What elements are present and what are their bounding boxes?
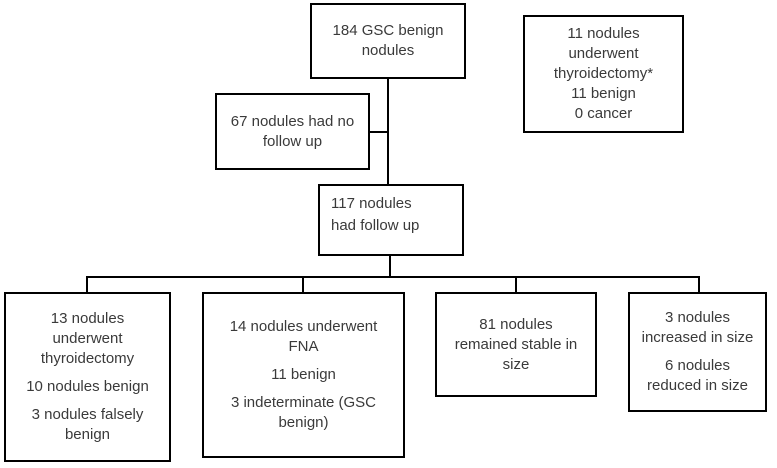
text-line: nodules [361,42,415,59]
text-line: 10 nodules benign [26,378,149,395]
text-line: 11 nodules [567,25,640,42]
text-line: size [502,355,530,373]
node-text: 184 GSC benign nodules [333,21,444,61]
text-line: 0 cancer [574,105,633,122]
node-text: 11 nodules underwent thyroidectomy* 11 b… [554,24,653,124]
connector-branch-bar [86,276,700,278]
text-line: thyroidectomy [40,350,135,367]
node-thyroidectomy-note: 11 nodules underwent thyroidectomy* 11 b… [523,15,684,133]
text-line: benign) [278,414,329,431]
text-line: 13 nodules [50,310,125,327]
connector-followup-stem [389,254,391,278]
node-paragraph: 13 nodules underwent thyroidectomy [41,309,134,369]
node-text: 117 nodules had follow up [331,193,419,237]
text-line: underwent [568,45,639,62]
connector-drop-stable [515,276,517,292]
text-line: 6 nodules [664,357,731,374]
text-line: 67 nodules had no [230,112,355,130]
text-line: benign [64,426,111,443]
node-fna-outcome: 14 nodules underwent FNA 11 benign 3 ind… [202,292,405,458]
node-paragraph: 3 indeterminate (GSC benign) [231,393,376,433]
text-line: increased in size [641,329,754,346]
node-size-change: 3 nodules increased in size 6 nodules re… [628,292,767,412]
text-line: 3 indeterminate (GSC [230,394,377,411]
text-line: 81 nodules [479,315,553,333]
text-line: 11 benign [571,85,636,102]
node-total-nodules: 184 GSC benign nodules [310,3,466,79]
node-follow-up: 117 nodules had follow up [318,184,464,256]
text-line: underwent [52,330,123,347]
text-line: 117 nodules [331,195,412,212]
text-line: 3 nodules [664,309,731,326]
node-no-follow-up: 67 nodules had no follow up [215,93,370,170]
node-paragraph: 10 nodules benign [26,377,149,397]
node-paragraph: 3 nodules increased in size [642,308,754,348]
connector-drop-thyroidectomy [86,276,88,292]
node-text: 81 nodules remained stable in size [455,315,578,375]
text-line: thyroidectomy* [553,65,654,82]
text-line: follow up [262,132,323,150]
node-paragraph: 14 nodules underwent FNA [230,317,378,357]
text-line: FNA [288,338,319,355]
connector-no-followup-branch [370,131,389,133]
text-line: 3 nodules falsely [31,406,144,423]
text-line: had follow up [331,217,420,234]
text-line: remained stable in [454,335,578,353]
text-line: 184 GSC benign [332,22,444,39]
node-thyroidectomy-outcome: 13 nodules underwent thyroidectomy 10 no… [4,292,171,462]
node-text: 67 nodules had no follow up [231,112,354,152]
text-line: 14 nodules underwent [229,318,378,335]
text-line: 11 benign [271,366,336,383]
node-paragraph: 11 benign [271,365,336,385]
node-stable-size: 81 nodules remained stable in size [435,292,597,397]
connector-drop-fna [302,276,304,292]
node-paragraph: 6 nodules reduced in size [647,356,748,396]
node-paragraph: 3 nodules falsely benign [32,405,144,445]
connector-drop-size-change [698,276,700,292]
text-line: reduced in size [647,377,748,394]
